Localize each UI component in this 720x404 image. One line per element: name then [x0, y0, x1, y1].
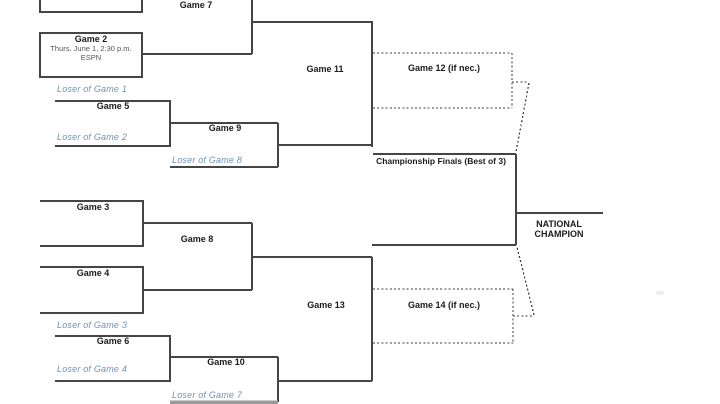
- game2-network: ESPN: [80, 53, 102, 62]
- loser-of-game1-label: Loser of Game 1: [57, 84, 128, 94]
- game3-label: Game 3: [76, 202, 110, 212]
- loser-of-game7-label: Loser of Game 7: [172, 390, 243, 400]
- game2-schedule: Thurs. June 1, 2:30 p.m.: [50, 44, 132, 53]
- game14-diagonal-line: [516, 246, 535, 316]
- game9-label: Game 9: [208, 123, 242, 133]
- loser-of-game4-label: Loser of Game 4: [57, 364, 128, 374]
- national-champion-label: NATIONAL CHAMPION: [534, 219, 584, 239]
- game2-box-outline: [39, 32, 143, 78]
- national-champion-line1: NATIONAL: [536, 219, 582, 229]
- game5-label: Game 5: [96, 101, 130, 111]
- game4-label: Game 4: [76, 268, 110, 278]
- loser-of-game3-label: Loser of Game 3: [57, 320, 128, 330]
- game13-label: Game 13: [307, 300, 345, 310]
- game6-bracket-lines: [55, 335, 171, 382]
- game1-box-lines: [39, 0, 143, 13]
- game2-box: Game 2 Thurs. June 1, 2:30 p.m. ESPN: [41, 34, 141, 62]
- game8-label: Game 8: [180, 234, 214, 244]
- game10-label: Game 10: [207, 357, 245, 367]
- game12-label: Game 12 (if nec.): [407, 63, 481, 73]
- game12-diagonal-line: [515, 82, 530, 153]
- loser-of-game2-label: Loser of Game 2: [57, 132, 128, 142]
- game2-title: Game 2: [74, 34, 108, 44]
- game14-label: Game 14 (if nec.): [407, 300, 481, 310]
- game6-label: Game 6: [96, 336, 130, 346]
- game11-label: Game 11: [306, 64, 344, 74]
- stray-mark: [656, 291, 664, 295]
- national-champion-line2: CHAMPION: [534, 228, 584, 239]
- loser-of-game8-label: Loser of Game 8: [172, 155, 243, 165]
- championship-finals-label: Championship Finals (Best of 3): [376, 156, 506, 166]
- game7-label: Game 7: [179, 0, 213, 10]
